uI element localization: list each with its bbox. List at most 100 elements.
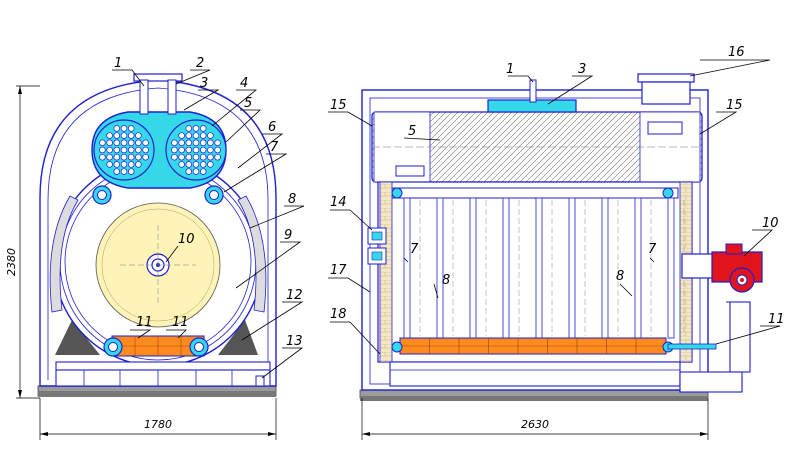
label-1: 1 [114,56,122,71]
label-r15b: 15 [726,98,743,113]
water-tube [535,197,543,339]
tube-end [120,146,128,154]
water-tube [568,197,576,339]
water-tube [634,197,642,339]
tube-end [199,139,207,147]
tube-end [135,132,142,139]
label-3: 3 [200,76,208,91]
tube-end [185,139,193,147]
label-r18: 18 [330,307,347,322]
tube-end [192,125,200,132]
tube-end [120,153,128,161]
tube-end [185,146,193,154]
tube-end [99,146,106,154]
tube-end [207,139,214,147]
label-r14: 14 [330,195,347,210]
tube-end [199,146,207,154]
tube-end [192,139,200,147]
label-11b: 11 [172,315,189,330]
label-11a: 11 [136,315,153,330]
label-6: 6 [268,120,276,135]
label-r10: 10 [762,216,779,231]
label-r15a: 15 [330,98,347,113]
tube-end [113,139,121,147]
tube-end [127,168,135,175]
tube-end [207,132,214,139]
tube-end [199,161,207,168]
label-r7b: 7 [648,242,657,257]
tube-end [127,161,135,168]
tube-end [113,168,121,175]
label-7: 7 [270,140,279,155]
side-view: 2630 1 3 16 15 5 15 14 7 7 10 17 8 8 11 … [328,45,785,440]
tube-end [185,161,193,168]
label-r5: 5 [408,124,416,139]
tube-end [207,153,214,161]
tube-end [135,139,142,147]
tube-end [192,132,200,139]
label-5: 5 [244,96,252,111]
water-tube [469,197,477,339]
label-r7a: 7 [410,242,419,257]
tube-end [120,168,128,175]
water-tube [403,197,411,339]
tube-end [113,161,121,168]
tube-end [106,161,113,168]
tube-end [135,153,142,161]
tube-end [135,161,142,168]
tube-end [127,139,135,147]
label-13: 13 [286,334,303,349]
water-tube [667,197,675,339]
tube-end [113,132,121,139]
label-r16: 16 [728,45,745,60]
tube-end [99,139,106,147]
tube-end [185,153,193,161]
label-4: 4 [240,76,248,91]
width-dimension-left: 1780 [144,418,172,431]
tube-end [120,161,128,168]
tube-end [199,153,207,161]
tube-end [106,132,113,139]
water-tube [502,197,510,339]
tube-end [178,161,185,168]
label-12: 12 [286,288,303,303]
tube-end [192,168,200,175]
tube-end [135,146,142,154]
tube-end [106,146,113,154]
tube-end [199,125,207,132]
tube-end [178,132,185,139]
tube-end [178,153,185,161]
tube-end [113,125,121,132]
tube-end [142,153,149,161]
tube-end [192,153,200,161]
tube-end [199,132,207,139]
label-r8a: 8 [442,273,450,288]
label-r17: 17 [330,263,347,278]
front-view: 2380 1780 1 2 3 4 5 6 7 8 9 10 11 11 12 … [5,56,305,440]
label-r11: 11 [768,312,785,327]
tube-end [207,146,214,154]
label-8: 8 [288,192,296,207]
tube-end [185,168,193,175]
tube-end [120,132,128,139]
tube-end [171,146,178,154]
tube-end [199,168,207,175]
tube-end [142,139,149,147]
tube-end [120,125,128,132]
tube-end [214,139,221,147]
tube-end [214,153,221,161]
tube-end [99,153,106,161]
tube-end [185,132,193,139]
tube-end [113,146,121,154]
tube-end [178,146,185,154]
label-r3: 3 [578,62,586,77]
tube-end [113,153,121,161]
tube-end [171,153,178,161]
tube-end [120,139,128,147]
label-2: 2 [196,56,204,71]
tube-end [106,139,113,147]
tube-end [127,153,135,161]
tube-end [192,161,200,168]
width-dimension-right: 2630 [521,418,549,431]
